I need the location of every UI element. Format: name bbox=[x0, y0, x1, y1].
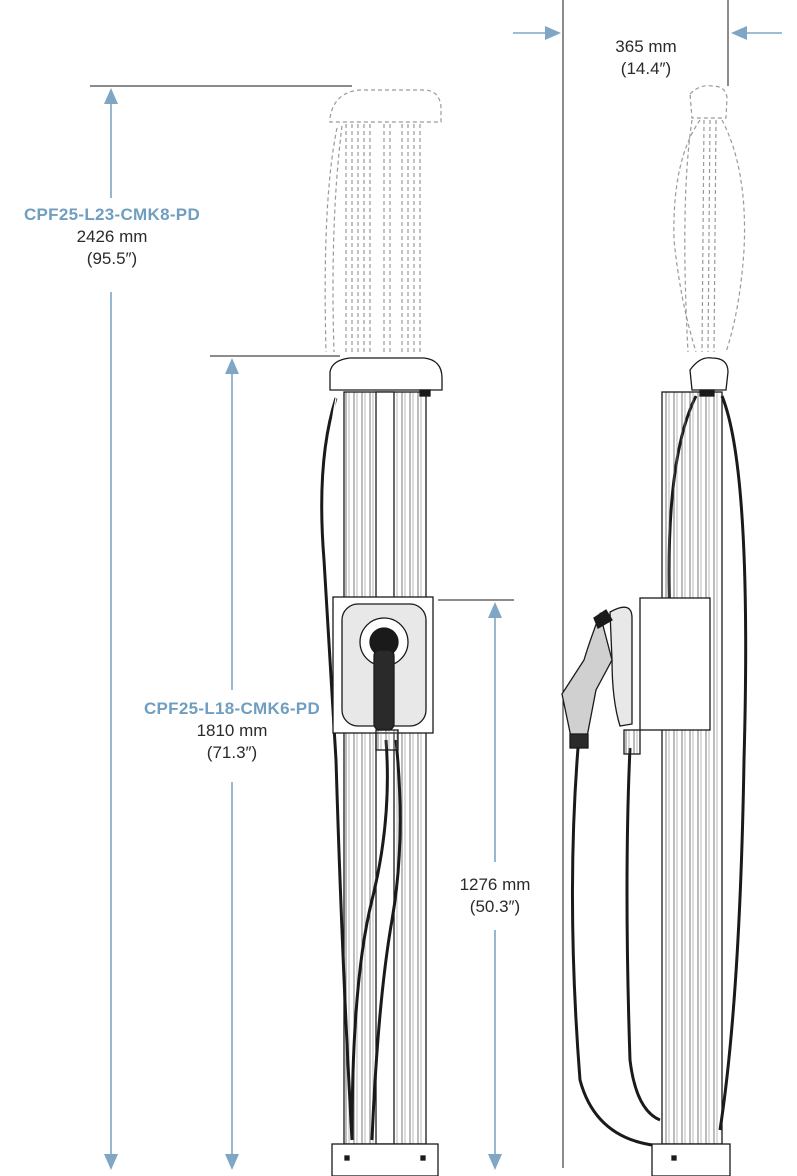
front-view-tall-ghost bbox=[324, 89, 442, 353]
short-height-mm: 1810 mm bbox=[196, 721, 268, 740]
tall-model-name: CPF25-L23-CMK8-PD bbox=[23, 205, 201, 224]
side-view-tall-ghost bbox=[673, 85, 746, 353]
side-view-pedestal bbox=[561, 357, 748, 1176]
depth-inch: (14.4″) bbox=[620, 59, 672, 78]
tall-height-inch: (95.5″) bbox=[86, 249, 138, 268]
tall-height-label: CPF25-L23-CMK8-PD 2426 mm (95.5″) bbox=[0, 204, 224, 270]
holster-height-label: 1276 mm (50.3″) bbox=[435, 874, 555, 918]
arrow-up-icon bbox=[488, 602, 502, 618]
depth-mm: 365 mm bbox=[615, 37, 677, 56]
arrow-up-icon bbox=[225, 358, 239, 374]
arrow-down-icon bbox=[488, 1154, 502, 1170]
arrow-right-icon bbox=[545, 26, 561, 40]
holster-height-mm: 1276 mm bbox=[459, 875, 531, 894]
tall-height-mm: 2426 mm bbox=[76, 227, 148, 246]
short-height-inch: (71.3″) bbox=[206, 743, 258, 762]
dimension-arrows bbox=[104, 26, 782, 1170]
depth-label: 365 mm (14.4″) bbox=[586, 36, 706, 80]
arrow-down-icon bbox=[225, 1154, 239, 1170]
arrow-up-icon bbox=[104, 88, 118, 104]
arrow-left-icon bbox=[731, 26, 747, 40]
front-view-pedestal bbox=[320, 357, 443, 1176]
arrow-down-icon bbox=[104, 1154, 118, 1170]
holster-height-inch: (50.3″) bbox=[469, 897, 521, 916]
short-height-label: CPF25-L18-CMK6-PD 1810 mm (71.3″) bbox=[120, 698, 344, 764]
short-model-name: CPF25-L18-CMK6-PD bbox=[143, 699, 321, 718]
dimension-lines bbox=[90, 0, 729, 1168]
